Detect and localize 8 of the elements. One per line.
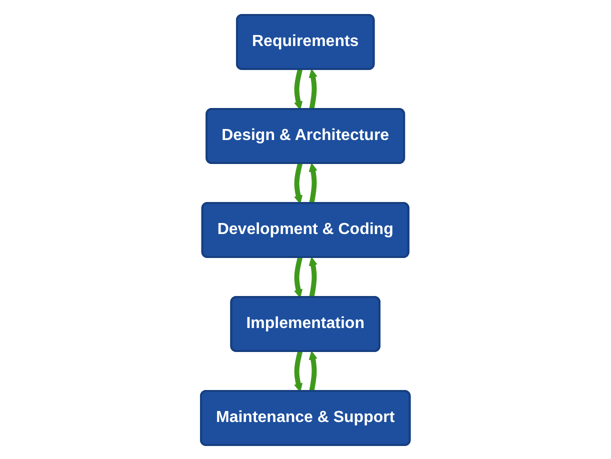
arrow: [308, 350, 318, 392]
arrow: [294, 68, 303, 110]
arrow: [294, 162, 303, 204]
arrow: [308, 68, 318, 110]
arrow: [294, 350, 303, 392]
arrow: [308, 256, 318, 298]
arrow: [294, 256, 303, 298]
arrow: [308, 162, 318, 204]
